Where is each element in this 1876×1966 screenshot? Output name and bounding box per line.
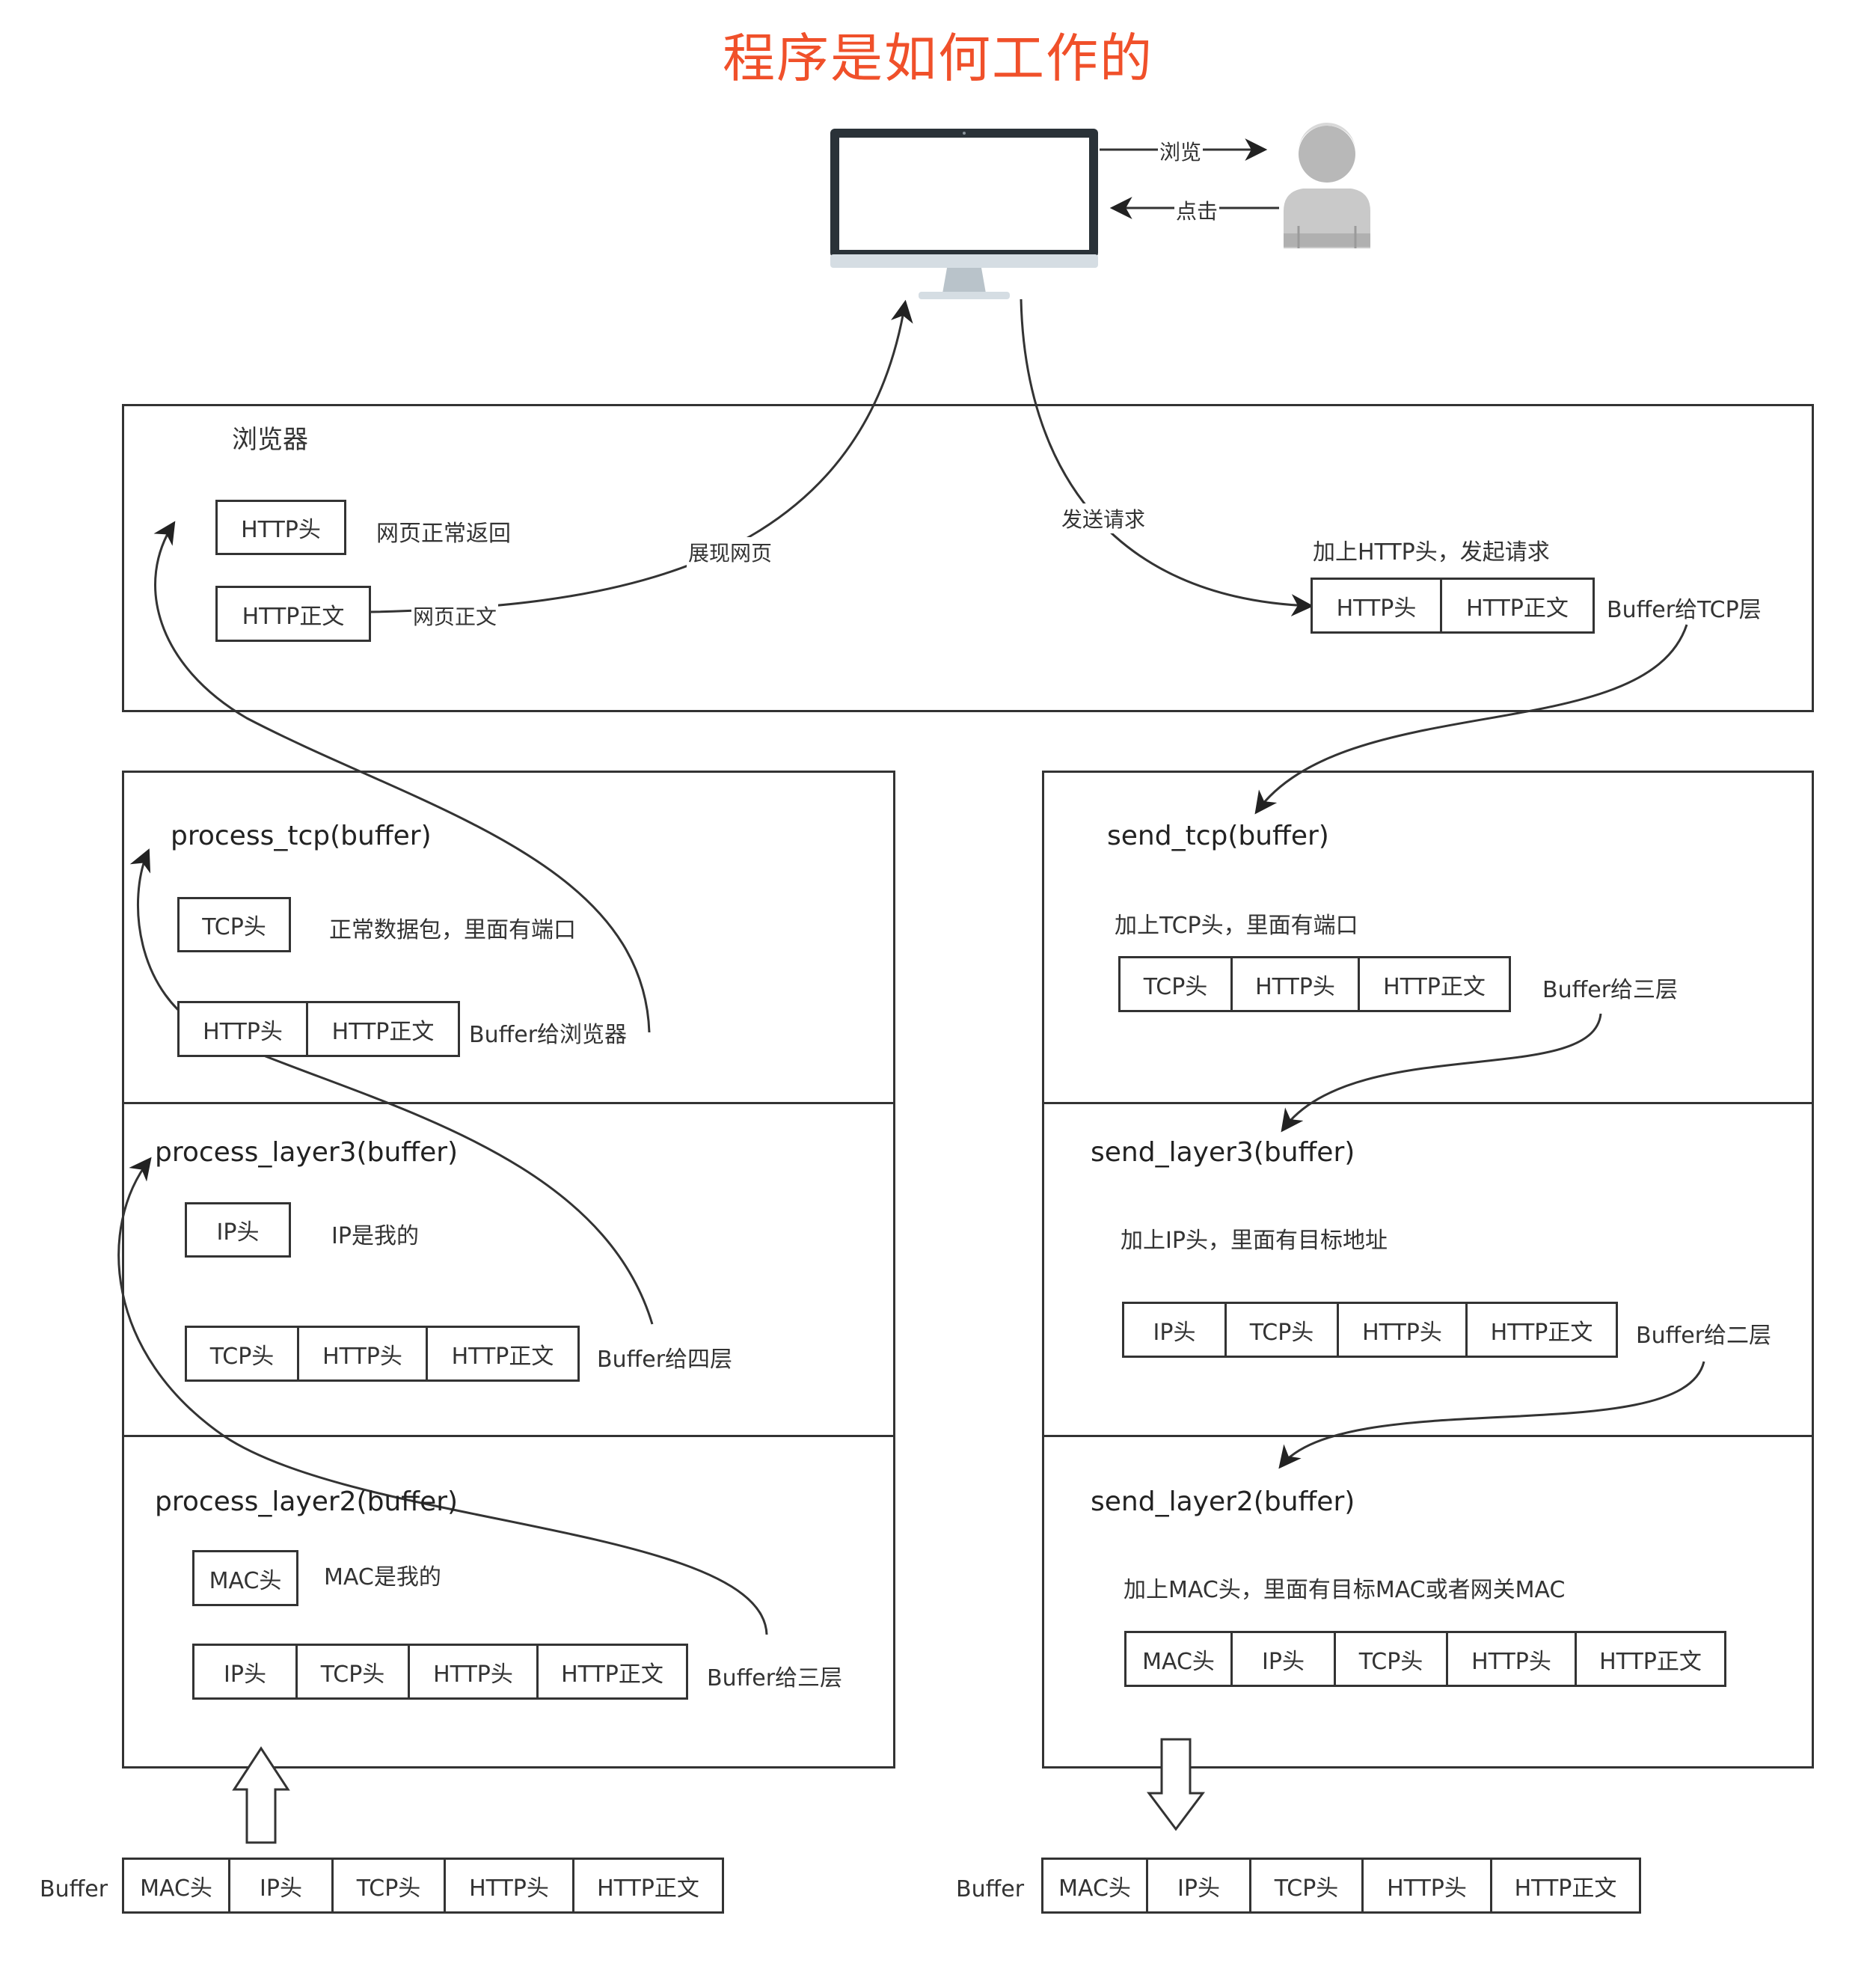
- left-incoming-buffer: MAC头 IP头 TCP头 HTTP头 HTTP正文: [122, 1858, 724, 1914]
- show-page-label: 展现网页: [687, 537, 774, 567]
- left-tcp-cell: HTTP正文: [331, 1018, 435, 1045]
- left-buffer-cell: TCP头: [334, 1860, 446, 1911]
- process-layer3-title: process_layer3(buffer): [155, 1137, 459, 1168]
- right-layer2-cell: HTTP头: [1448, 1633, 1577, 1685]
- right-layer3-cell: HTTP头: [1339, 1304, 1468, 1356]
- page-ok-note: 网页正常返回: [376, 521, 511, 547]
- right-tcp-cell: HTTP头: [1233, 958, 1360, 1010]
- left-layer3-buffer: TCP头 HTTP头 HTTP正文: [185, 1326, 580, 1382]
- right-layer3-cell: IP头: [1124, 1304, 1227, 1356]
- left-tcp-buffer-note: Buffer给浏览器: [469, 1022, 628, 1048]
- left-layer2-buffer-note: Buffer给三层: [707, 1665, 843, 1691]
- right-tcp-buffer: TCP头 HTTP头 HTTP正文: [1118, 956, 1511, 1012]
- left-layer2-cell: IP头: [194, 1646, 298, 1697]
- right-layer3-cell: TCP头: [1227, 1304, 1339, 1356]
- browser-out-cell: HTTP正文: [1466, 595, 1569, 622]
- right-layer2-cell: MAC头: [1126, 1633, 1233, 1685]
- right-buffer-cell: MAC头: [1043, 1860, 1148, 1911]
- browse-label: 浏览: [1158, 136, 1204, 166]
- right-layer3-buffer-note: Buffer给二层: [1636, 1323, 1772, 1349]
- right-tcp-cell: HTTP正文: [1383, 973, 1486, 1000]
- process-tcp-title: process_tcp(buffer): [171, 821, 432, 851]
- right-tcp-cell: TCP头: [1121, 958, 1233, 1010]
- browser-out-buffer: HTTP头 HTTP正文: [1311, 578, 1595, 634]
- left-layer2-cell: HTTP正文: [561, 1661, 663, 1688]
- browser-out-cell: HTTP头: [1313, 580, 1442, 631]
- left-ip-head: IP头: [185, 1202, 291, 1258]
- left-buffer-cell: HTTP头: [446, 1860, 574, 1911]
- left-mac-note: MAC是我的: [324, 1564, 441, 1590]
- left-layer3-cell: TCP头: [187, 1328, 299, 1379]
- right-layer3-cell: HTTP正文: [1490, 1319, 1593, 1346]
- left-mac-head: MAC头: [192, 1550, 298, 1606]
- right-layer2-cell: HTTP正文: [1599, 1648, 1702, 1675]
- click-label: 点击: [1174, 195, 1220, 225]
- browser-http-body: HTTP正文: [215, 586, 371, 642]
- left-tcp-head: TCP头: [177, 897, 291, 952]
- browser-label: 浏览器: [232, 425, 308, 455]
- left-buffer-cell: IP头: [230, 1860, 334, 1911]
- send-layer3-title: send_layer3(buffer): [1091, 1137, 1355, 1168]
- left-layer2-cell: TCP头: [298, 1646, 410, 1697]
- right-layer2-cell: TCP头: [1336, 1633, 1448, 1685]
- left-tcp-note: 正常数据包，里面有端口: [329, 917, 576, 943]
- process-layer2-title: process_layer2(buffer): [155, 1486, 459, 1517]
- left-layer2-cell: HTTP头: [410, 1646, 539, 1697]
- left-buffer-cell: MAC头: [124, 1860, 230, 1911]
- right-layer2-note: 加上MAC头，里面有目标MAC或者网关MAC: [1124, 1577, 1566, 1603]
- right-buffer-cell: TCP头: [1251, 1860, 1364, 1911]
- right-buffer-label: Buffer: [956, 1876, 1025, 1902]
- user-icon: [1281, 121, 1373, 248]
- left-buffer-label: Buffer: [40, 1876, 108, 1902]
- left-layer2-buffer: IP头 TCP头 HTTP头 HTTP正文: [192, 1644, 688, 1700]
- right-buffer-cell: HTTP正文: [1514, 1875, 1617, 1902]
- left-ip-note: IP是我的: [331, 1223, 419, 1249]
- right-buffer-cell: HTTP头: [1364, 1860, 1492, 1911]
- left-layer3-cell: HTTP头: [299, 1328, 428, 1379]
- browser-http-head: HTTP头: [215, 500, 346, 555]
- monitor-icon: [829, 127, 1100, 303]
- left-layer3-buffer-note: Buffer给四层: [597, 1347, 733, 1373]
- right-layer2-cell: IP头: [1233, 1633, 1336, 1685]
- diagram-title: 程序是如何工作的: [723, 28, 1153, 89]
- send-tcp-title: send_tcp(buffer): [1107, 821, 1329, 851]
- right-layer3-note: 加上IP头，里面有目标地址: [1121, 1228, 1388, 1254]
- buffer-to-tcp-note: Buffer给TCP层: [1607, 597, 1762, 623]
- right-layer2-buffer: MAC头 IP头 TCP头 HTTP头 HTTP正文: [1124, 1631, 1726, 1687]
- right-outgoing-buffer: MAC头 IP头 TCP头 HTTP头 HTTP正文: [1041, 1858, 1641, 1914]
- right-tcp-buffer-note: Buffer给三层: [1542, 977, 1679, 1003]
- left-buffer-cell: HTTP正文: [597, 1875, 699, 1902]
- right-buffer-cell: IP头: [1148, 1860, 1251, 1911]
- left-tcp-buffer: HTTP头 HTTP正文: [177, 1001, 460, 1057]
- right-tcp-note: 加上TCP头，里面有端口: [1115, 913, 1358, 939]
- page-body-label: 网页正文: [411, 601, 499, 631]
- send-request-label: 发送请求: [1060, 503, 1147, 533]
- left-layer3-cell: HTTP正文: [451, 1343, 554, 1370]
- left-tcp-cell: HTTP头: [180, 1003, 308, 1055]
- send-layer2-title: send_layer2(buffer): [1091, 1486, 1355, 1517]
- add-http-note: 加上HTTP头，发起请求: [1313, 539, 1550, 566]
- browser-panel: [122, 404, 1814, 712]
- right-layer3-buffer: IP头 TCP头 HTTP头 HTTP正文: [1122, 1302, 1618, 1358]
